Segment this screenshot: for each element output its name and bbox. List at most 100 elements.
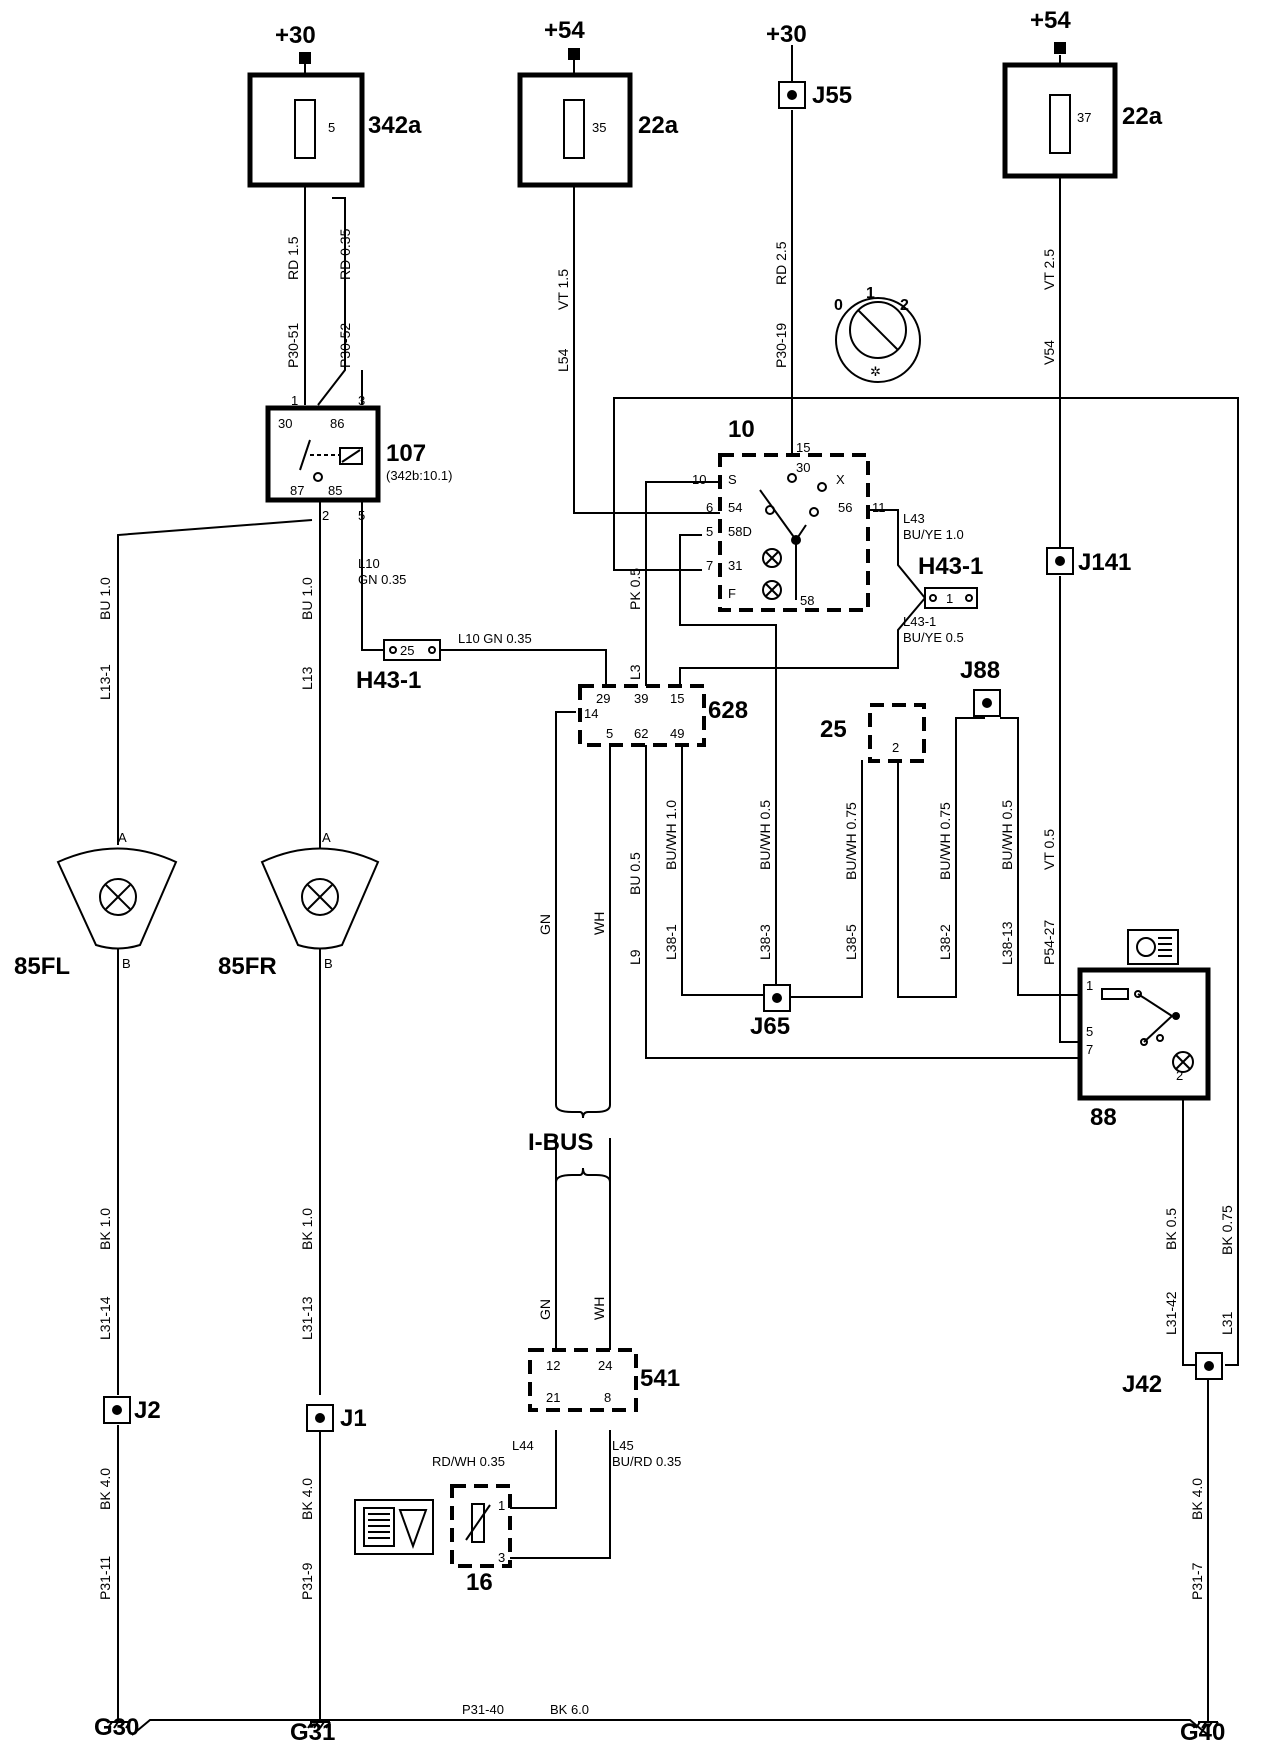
- svg-text:WH: WH: [591, 1297, 607, 1320]
- lamp-85fl-label: 85FL: [14, 953, 70, 980]
- svg-text:F: F: [728, 586, 736, 601]
- svg-text:5: 5: [706, 524, 713, 539]
- svg-text:BK 1.0: BK 1.0: [97, 1208, 113, 1250]
- svg-text:S: S: [728, 472, 737, 487]
- wires: [117, 45, 1239, 1736]
- h43-1-label-a: H43-1: [356, 667, 421, 694]
- svg-text:L38-3: L38-3: [757, 924, 773, 960]
- fuse-22a-37: 37 22a: [1002, 62, 1163, 179]
- module-541-label: 541: [640, 1365, 680, 1392]
- svg-text:8: 8: [604, 1390, 611, 1405]
- junction-j141: J141: [1046, 547, 1131, 576]
- svg-text:21: 21: [546, 1390, 560, 1405]
- ground-g30-label: G30: [94, 1714, 139, 1741]
- switch-88-label: 88: [1090, 1104, 1117, 1131]
- svg-text:BK 0.5: BK 0.5: [1163, 1208, 1179, 1250]
- i-bus-label: I-BUS: [528, 1129, 593, 1156]
- svg-text:58: 58: [800, 593, 814, 608]
- supply-label-4: +54: [1030, 7, 1071, 34]
- svg-text:BU 1.0: BU 1.0: [299, 577, 315, 620]
- ground-g30-icon: [107, 1721, 131, 1729]
- svg-text:49: 49: [670, 726, 684, 741]
- svg-text:L13: L13: [299, 666, 315, 690]
- svg-text:BU/YE 1.0: BU/YE 1.0: [903, 527, 964, 542]
- svg-text:BK 0.75: BK 0.75: [1219, 1205, 1235, 1255]
- svg-text:BU/WH 0.5: BU/WH 0.5: [999, 800, 1015, 870]
- svg-text:VT 0.5: VT 0.5: [1041, 829, 1057, 870]
- svg-text:58D: 58D: [728, 524, 752, 539]
- light-switch-10: 10 15 30 S X 54 56 58D 31 F 58 10 6 11 5…: [692, 416, 886, 612]
- svg-text:GN 0.35: GN 0.35: [358, 572, 406, 587]
- ground-g40-icon: [1195, 1721, 1219, 1729]
- svg-text:X: X: [836, 472, 845, 487]
- svg-text:6: 6: [706, 500, 713, 515]
- svg-text:2: 2: [322, 508, 329, 523]
- svg-text:BK 6.0: BK 6.0: [550, 1702, 589, 1717]
- svg-text:L38-1: L38-1: [663, 924, 679, 960]
- svg-text:P30-51: P30-51: [285, 323, 301, 368]
- svg-text:BK 4.0: BK 4.0: [299, 1478, 315, 1520]
- svg-text:31: 31: [728, 558, 742, 573]
- dimmer-icon: [354, 1499, 434, 1555]
- svg-text:2: 2: [900, 297, 909, 314]
- svg-text:RD/WH 0.35: RD/WH 0.35: [432, 1454, 505, 1469]
- svg-text:P30-52: P30-52: [337, 323, 353, 368]
- svg-text:1: 1: [1086, 978, 1093, 993]
- svg-text:J65: J65: [750, 1013, 790, 1040]
- junction-j88: J88: [960, 657, 1001, 717]
- supply-label-1: +30: [275, 22, 316, 49]
- supply-terminals: +30 +54 +30 +54: [275, 7, 1071, 64]
- light-knob-icon: 0 1 2 ✲: [834, 285, 921, 383]
- svg-text:J1: J1: [340, 1405, 367, 1432]
- svg-text:L31: L31: [1219, 1311, 1235, 1335]
- grounds: G30 G31 G40: [94, 1714, 1225, 1742]
- dimmer-switch-88: 1 5 7 2 88: [1077, 967, 1211, 1131]
- svg-text:1: 1: [291, 393, 298, 408]
- svg-text:7: 7: [706, 558, 713, 573]
- svg-text:5: 5: [358, 508, 365, 523]
- svg-text:30: 30: [278, 416, 292, 431]
- svg-text:29: 29: [596, 691, 610, 706]
- fuse-22a-37-label: 22a: [1122, 103, 1163, 130]
- svg-text:86: 86: [330, 416, 344, 431]
- svg-text:12: 12: [546, 1358, 560, 1373]
- svg-text:BU 0.5: BU 0.5: [627, 852, 643, 895]
- svg-text:P31-40: P31-40: [462, 1702, 504, 1717]
- relay-107-label: 107: [386, 440, 426, 467]
- svg-text:5: 5: [1086, 1024, 1093, 1039]
- svg-text:J42: J42: [1122, 1371, 1162, 1398]
- svg-text:2: 2: [892, 740, 899, 755]
- svg-text:L10 GN 0.35: L10 GN 0.35: [458, 631, 532, 646]
- svg-text:L38-5: L38-5: [843, 924, 859, 960]
- supply-label-2: +54: [544, 17, 585, 44]
- svg-text:BU 1.0: BU 1.0: [97, 577, 113, 620]
- svg-text:L54: L54: [555, 348, 571, 372]
- h43-1-label-b: H43-1: [918, 553, 983, 580]
- svg-text:VT 1.5: VT 1.5: [555, 269, 571, 310]
- svg-text:62: 62: [634, 726, 648, 741]
- connector-h43-1-1: 1 H43-1: [918, 553, 983, 609]
- svg-text:A: A: [322, 830, 331, 845]
- svg-text:10: 10: [692, 472, 706, 487]
- lamp-85fl: A B 85FL: [14, 830, 178, 980]
- svg-text:3: 3: [358, 393, 365, 408]
- svg-text:BK 4.0: BK 4.0: [97, 1468, 113, 1510]
- svg-text:56: 56: [838, 500, 852, 515]
- ground-g40-label: G40: [1180, 1719, 1225, 1742]
- connector-25: 2 25: [820, 703, 926, 763]
- svg-text:BU/RD 0.35: BU/RD 0.35: [612, 1454, 681, 1469]
- svg-text:B: B: [122, 956, 131, 971]
- svg-text:V54: V54: [1041, 340, 1057, 365]
- i-bus: I-BUS: [528, 1104, 611, 1190]
- svg-text:WH: WH: [591, 912, 607, 935]
- svg-text:BU/WH 0.5: BU/WH 0.5: [757, 800, 773, 870]
- junction-j2: J2: [103, 1396, 161, 1424]
- svg-text:BK 4.0: BK 4.0: [1189, 1478, 1205, 1520]
- svg-text:85: 85: [328, 483, 342, 498]
- svg-text:15: 15: [670, 691, 684, 706]
- module-541: 12 24 21 8 541: [528, 1348, 680, 1412]
- svg-text:J55: J55: [812, 82, 852, 109]
- svg-text:L31-42: L31-42: [1163, 1291, 1179, 1335]
- rheostat-16: 1 3 16: [450, 1484, 512, 1596]
